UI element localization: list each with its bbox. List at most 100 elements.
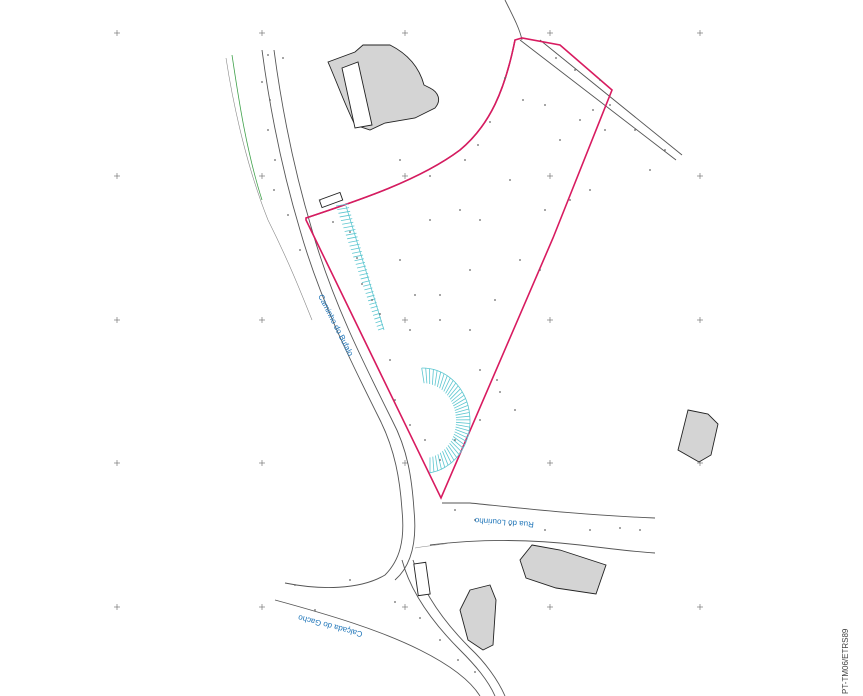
slope-hatch-line [369,302,377,305]
slope-hatch-line [349,243,360,247]
spot-height [282,57,284,59]
spot-height [514,409,516,411]
grid-cross [697,173,703,179]
slope-hatch-line [432,456,435,472]
datum-label: PT-TM06/ETRS89 [841,628,850,694]
slope-hatch-line [421,367,425,384]
spot-height [649,169,651,171]
spot-height [394,399,396,401]
slope-hatch-line [372,313,380,316]
grid-cross [547,604,553,610]
spot-height [479,419,481,421]
grid-cross [402,30,408,36]
west-road-edge-b [273,49,416,581]
spot-height [634,129,636,131]
slope-hatch-line [350,247,361,251]
buildings [318,44,719,651]
slope-hatch-line [452,436,466,446]
grid-cross [402,460,408,466]
slope-hatch-line [432,369,434,385]
spot-height [469,329,471,331]
slope-hatch-line [444,449,452,464]
slope-hatch-line [450,440,462,452]
slope-hatch-line [354,258,364,262]
spot-height [439,639,441,641]
spot-height [409,424,411,426]
spot-height [361,283,363,285]
spot-height [356,257,358,259]
grid-cross [114,173,120,179]
spot-height [429,219,431,221]
building-south-small [413,561,431,597]
slope-hatch-line [365,291,374,294]
spot-height [454,439,456,441]
slope-hatch-line [339,214,352,218]
spot-height [519,259,521,261]
spot-height [274,159,276,161]
slope-hatch-line [351,251,362,254]
grid-cross [259,173,265,179]
slope-hatch-line [437,454,442,470]
grid-cross [547,317,553,323]
spot-height [479,219,481,221]
slope-hatch-line [342,221,354,225]
spot-height [539,269,541,271]
slope-hatch-line [449,388,461,400]
slope-hatch-line [364,287,373,291]
slope-hatch-line [445,380,454,394]
spot-height [504,77,506,79]
slope-hatch-line [455,415,470,418]
slope-hatch-line [371,309,379,313]
grid-cross [259,30,265,36]
slope-hatch-line [343,225,355,229]
grid-cross [402,173,408,179]
slope-hatch-line [374,316,381,320]
spot-height [589,189,591,191]
grid-cross [114,30,120,36]
slope-hatch-line [448,385,459,398]
south-road-d [414,542,451,549]
spot-height [332,221,334,223]
slope-hatch-line [435,455,439,471]
slope-hatch-line [439,373,445,389]
spot-height [454,509,456,511]
spot-height [474,671,476,673]
building-entrance [318,191,344,209]
spot-height [457,659,459,661]
spot-height [439,294,441,296]
spot-height [509,524,511,526]
grid-cross [114,317,120,323]
spot-height [439,319,441,321]
spot-height [267,129,269,131]
spot-height [574,69,576,71]
spot-height [469,269,471,271]
building-north [327,44,440,131]
spot-height [424,439,426,441]
spot-height [544,104,546,106]
spot-height [479,369,481,371]
slope-hatch-line [375,320,383,324]
grid-cross [547,30,553,36]
grid-cross [697,317,703,323]
grid-cross [259,604,265,610]
street-label-rua-lourinho: Rua do Lourinho [474,516,534,529]
spot-height [569,199,571,201]
spot-height [494,299,496,301]
spot-height [459,209,461,211]
slope-hatch-line [345,232,357,236]
spot-height [544,209,546,211]
slope-hatch-line [453,398,466,407]
slope-hatch-line [455,412,470,416]
grid-cross [402,317,408,323]
slope-hatch-line [359,272,369,276]
slope-hatch-line [337,207,350,211]
slope-hatch-line [366,294,375,298]
spot-height [273,189,275,191]
slope-hatch-line [442,451,449,466]
slope-hatch-line [344,229,356,232]
spot-height [474,519,476,521]
grid-cross [547,460,553,466]
slope-hatch-line [449,443,460,455]
spot-height [414,294,416,296]
